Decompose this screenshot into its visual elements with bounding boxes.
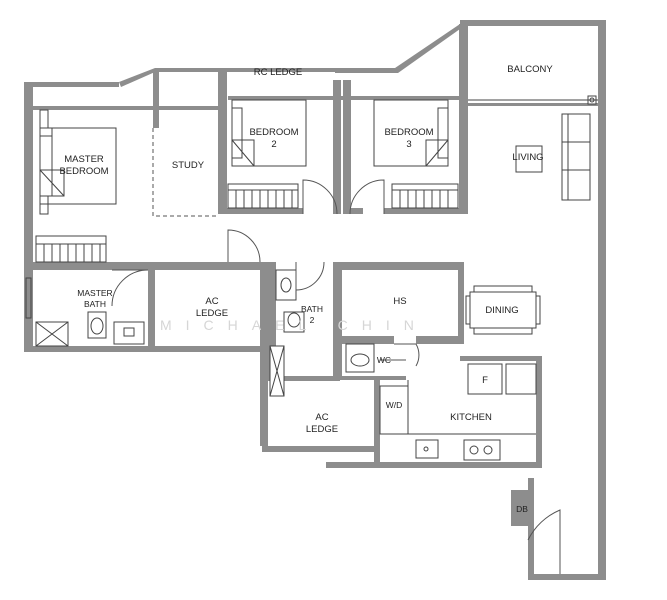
label-bedroom2-1: BEDROOM <box>249 127 298 138</box>
label-master-bath-2: BATH <box>84 299 106 309</box>
label-dining: DINING <box>485 305 518 316</box>
master-wardrobe <box>35 235 107 263</box>
label-bath2-2: 2 <box>310 315 315 325</box>
label-wc: WC <box>377 355 391 365</box>
bath2-fixtures <box>269 269 305 397</box>
label-ac-ledge-lower-2: LEDGE <box>306 424 338 435</box>
label-bedroom2-2: 2 <box>271 139 276 150</box>
dining-table <box>465 285 541 335</box>
label-ac-ledge-lower-1: AC <box>315 412 328 423</box>
bedroom2-bed <box>227 99 307 209</box>
study-outline <box>152 128 218 217</box>
watermark: MICHAEL CHIN <box>160 317 428 333</box>
label-hs: HS <box>393 296 406 307</box>
wc-fixtures <box>345 343 375 373</box>
label-kitchen: KITCHEN <box>450 412 492 423</box>
label-bath2-1: BATH <box>301 304 323 314</box>
bedroom3-bed <box>373 99 459 209</box>
master-bath-fixtures <box>25 277 145 347</box>
label-living: LIVING <box>512 152 543 163</box>
doors <box>111 179 561 574</box>
interior-walls <box>24 24 542 526</box>
label-f: F <box>482 375 488 386</box>
label-master-bedroom-1: MASTER <box>64 154 104 165</box>
kitchen-fixtures <box>379 363 537 461</box>
label-ac-ledge-upper-1: AC <box>205 296 218 307</box>
label-balcony: BALCONY <box>507 64 553 75</box>
label-bedroom3-1: BEDROOM <box>384 127 433 138</box>
label-wd: W/D <box>386 400 403 410</box>
label-master-bath-1: MASTER <box>77 288 112 298</box>
master-bed <box>39 109 117 215</box>
label-db: DB <box>516 504 528 514</box>
label-ac-ledge-upper-2: LEDGE <box>196 308 228 319</box>
label-study: STUDY <box>172 160 205 171</box>
label-bedroom3-2: 3 <box>406 139 411 150</box>
room-labels: RC LEDGE BALCONY MASTER BEDROOM STUDY BE… <box>59 64 553 514</box>
label-rc-ledge: RC LEDGE <box>254 67 303 78</box>
label-master-bedroom-2: BEDROOM <box>59 166 108 177</box>
living-furniture <box>515 95 597 201</box>
